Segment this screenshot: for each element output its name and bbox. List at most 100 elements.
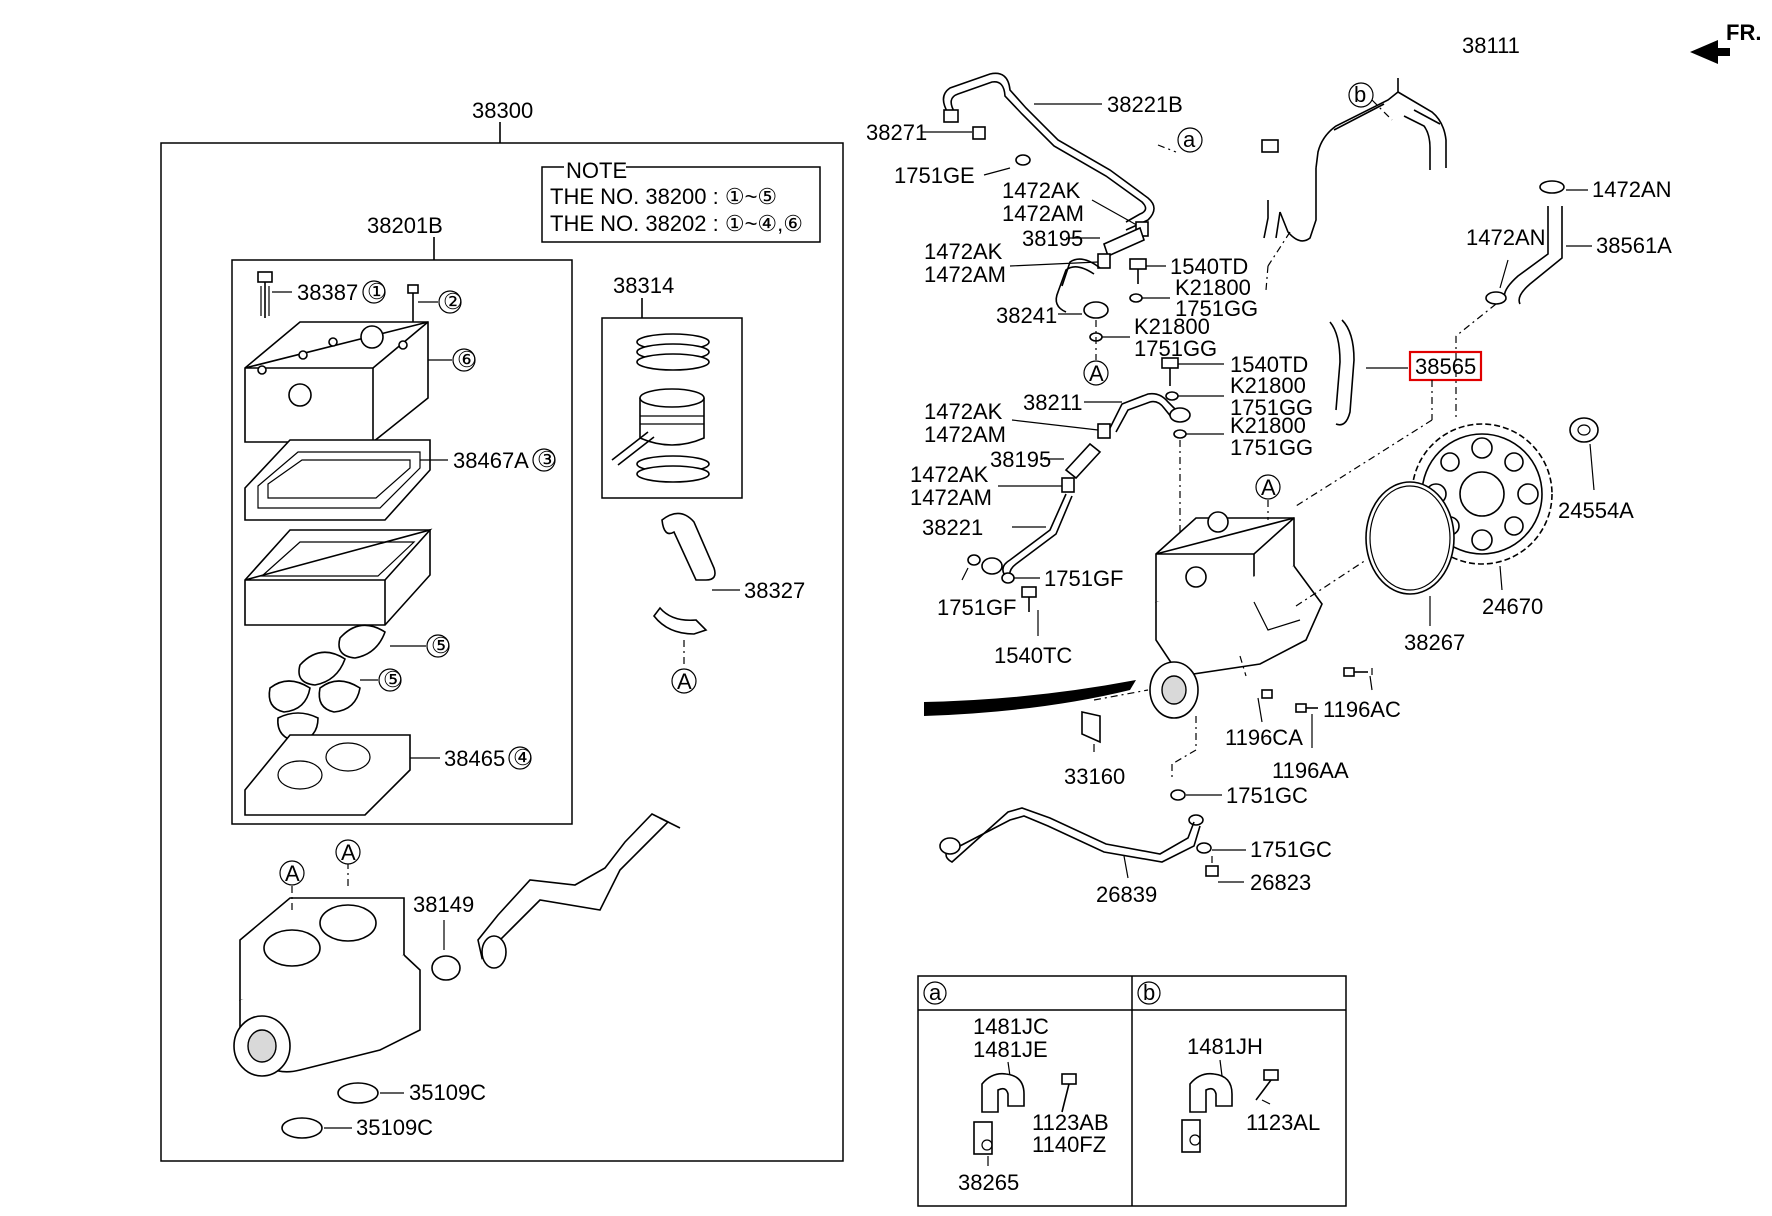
part-label-1540TD-2[interactable]: 1540TD <box>1230 352 1308 377</box>
part-label-24554A[interactable]: 24554A <box>1558 498 1634 523</box>
detail-a-label-3[interactable]: 1123AB <box>1032 1110 1109 1135</box>
highlight-box-38565 <box>1408 350 1483 382</box>
part-label-38387[interactable]: 38387 <box>297 280 358 305</box>
front-direction-marker: FR. <box>1690 20 1761 64</box>
cover-35109C-drawing-1 <box>337 1082 379 1104</box>
detail-a-label-2[interactable]: 1481JE <box>973 1037 1048 1062</box>
part-label-38300[interactable]: 38300 <box>472 98 533 123</box>
reed-gasket-drawing <box>268 624 386 743</box>
pipe-38211-drawing <box>1109 392 1179 429</box>
part-label-38561A[interactable]: 38561A <box>1596 233 1672 258</box>
part-label-38149[interactable]: 38149 <box>413 892 474 917</box>
hose-38195-drawing-2 <box>1064 442 1102 480</box>
bolt-1540TD-drawing-2 <box>1161 357 1179 369</box>
part-label-1472AK-1[interactable]: 1472AK <box>1002 178 1081 203</box>
part-label-1472AK-4[interactable]: 1472AK <box>910 462 989 487</box>
part-label-1196AA[interactable]: 1196AA <box>1272 758 1349 783</box>
ref-a-compressor: A <box>1261 475 1276 500</box>
oil-pipe-26839-drawing <box>945 807 1195 863</box>
part-label-38267[interactable]: 38267 <box>1404 630 1465 655</box>
callout-5b: ⑤ <box>383 667 403 692</box>
part-label-1751GG-3[interactable]: 1751GG <box>1230 395 1313 420</box>
engine-housing-edge <box>924 680 1136 716</box>
detail-a-label-4[interactable]: 1140FZ <box>1032 1132 1106 1157</box>
part-label-1472AN-2[interactable]: 1472AN <box>1466 225 1546 250</box>
valve-plate-drawing <box>244 528 433 626</box>
part-label-1751GE[interactable]: 1751GE <box>894 163 975 188</box>
part-label-24670[interactable]: 24670 <box>1482 594 1543 619</box>
note-box: NOTE THE NO. 38200 : ①~⑤ THE NO. 38202 :… <box>541 158 821 243</box>
part-label-1751GC-2[interactable]: 1751GC <box>1250 837 1332 862</box>
part-label-1472AK-2[interactable]: 1472AK <box>924 239 1003 264</box>
part-label-1472AM-3[interactable]: 1472AM <box>924 422 1006 447</box>
note-line-1: THE NO. 38200 : ①~⑤ <box>550 184 777 209</box>
part-label-1751GG-4[interactable]: 1751GG <box>1230 435 1313 460</box>
part-label-38221B[interactable]: 38221B <box>1107 92 1183 117</box>
arrow-icon <box>1690 40 1730 64</box>
ref-a-conrod: A <box>677 669 692 694</box>
part-label-38201B[interactable]: 38201B <box>367 213 443 238</box>
detail-boxes: a b 1481JC 1481JE 1123AB 1140FZ 38265 14… <box>917 975 1347 1207</box>
part-label-1540TC[interactable]: 1540TC <box>994 643 1072 668</box>
part-label-1472AN-1[interactable]: 1472AN <box>1592 177 1672 202</box>
cover-35109C-drawing-2 <box>281 1117 323 1139</box>
part-label-1196CA[interactable]: 1196CA <box>1225 725 1303 750</box>
nut-24554A-drawing <box>1569 417 1599 443</box>
part-label-K21800-1[interactable]: K21800 <box>1175 275 1251 300</box>
callout-4: ④ <box>513 745 533 770</box>
part-label-1751GF-2[interactable]: 1751GF <box>1044 566 1124 591</box>
part-label-1751GG-2[interactable]: 1751GG <box>1134 336 1217 361</box>
part-label-38221[interactable]: 38221 <box>922 515 983 540</box>
part-label-38314[interactable]: 38314 <box>613 273 674 298</box>
assembly-frame <box>160 142 844 1162</box>
part-label-1472AM-1[interactable]: 1472AM <box>1002 201 1084 226</box>
part-label-38271[interactable]: 38271 <box>866 120 927 145</box>
part-label-38467A[interactable]: 38467A <box>453 448 529 473</box>
part-label-26839[interactable]: 26839 <box>1096 882 1157 907</box>
part-label-38241[interactable]: 38241 <box>996 303 1057 328</box>
bolt-1540TD-drawing-1 <box>1129 258 1147 270</box>
connecting-rod-drawing <box>652 512 716 635</box>
detail-a-label-5[interactable]: 38265 <box>958 1170 1019 1195</box>
callout-6: ⑥ <box>457 347 477 372</box>
part-label-26823[interactable]: 26823 <box>1250 870 1311 895</box>
part-label-35109C-2[interactable]: 35109C <box>356 1115 433 1140</box>
part-label-K21800-4[interactable]: K21800 <box>1230 413 1306 438</box>
callout-2: ② <box>443 289 463 314</box>
part-label-38465[interactable]: 38465 <box>444 746 505 771</box>
part-label-1196AC[interactable]: 1196AC <box>1323 697 1401 722</box>
detail-b-label-2[interactable]: 1123AL <box>1246 1110 1320 1135</box>
hose-38565-drawing <box>1335 319 1355 426</box>
note-title: NOTE <box>566 158 627 183</box>
part-label-K21800-3[interactable]: K21800 <box>1230 373 1306 398</box>
part-label-K21800-2[interactable]: K21800 <box>1134 314 1210 339</box>
part-label-33160[interactable]: 33160 <box>1064 764 1125 789</box>
callout-3: ③ <box>537 447 557 472</box>
hose-38195-drawing-1 <box>1103 226 1145 258</box>
part-label-38195-2[interactable]: 38195 <box>990 447 1051 472</box>
part-label-38211[interactable]: 38211 <box>1023 390 1083 415</box>
part-label-1751GF-1[interactable]: 1751GF <box>937 595 1017 620</box>
part-label-38327[interactable]: 38327 <box>744 578 805 603</box>
part-label-1472AM-4[interactable]: 1472AM <box>910 485 992 510</box>
gasket-38465-drawing <box>244 734 411 816</box>
clip-1481-drawing-a <box>973 1072 1077 1155</box>
piston-kit-frame <box>601 317 743 499</box>
part-label-1751GG-1[interactable]: 1751GG <box>1175 296 1258 321</box>
part-label-35109C-1[interactable]: 35109C <box>409 1080 486 1105</box>
compressor-body-drawing <box>1149 511 1323 719</box>
callout-5a: ⑤ <box>431 633 451 658</box>
detail-b-label-1[interactable]: 1481JH <box>1187 1034 1263 1059</box>
part-label-1472AK-3[interactable]: 1472AK <box>924 399 1003 424</box>
compressor-installation: 38221B 38271 a 1751GE 1472AK 1472AM 3819… <box>866 33 1672 907</box>
detail-a-label-1[interactable]: 1481JC <box>973 1014 1049 1039</box>
part-label-38111[interactable]: 38111 <box>1462 33 1520 58</box>
pipe-38221-drawing <box>1002 493 1067 575</box>
part-label-1472AM-2[interactable]: 1472AM <box>924 262 1006 287</box>
part-label-1751GC-1[interactable]: 1751GC <box>1226 783 1308 808</box>
part-label-38565[interactable]: 38565 <box>1415 354 1476 379</box>
part-label-38195-1[interactable]: 38195 <box>1022 226 1083 251</box>
assembly-38300: 38300 NOTE THE NO. 38200 : ①~⑤ THE NO. 3… <box>160 98 844 1162</box>
part-label-1540TD-1[interactable]: 1540TD <box>1170 254 1248 279</box>
